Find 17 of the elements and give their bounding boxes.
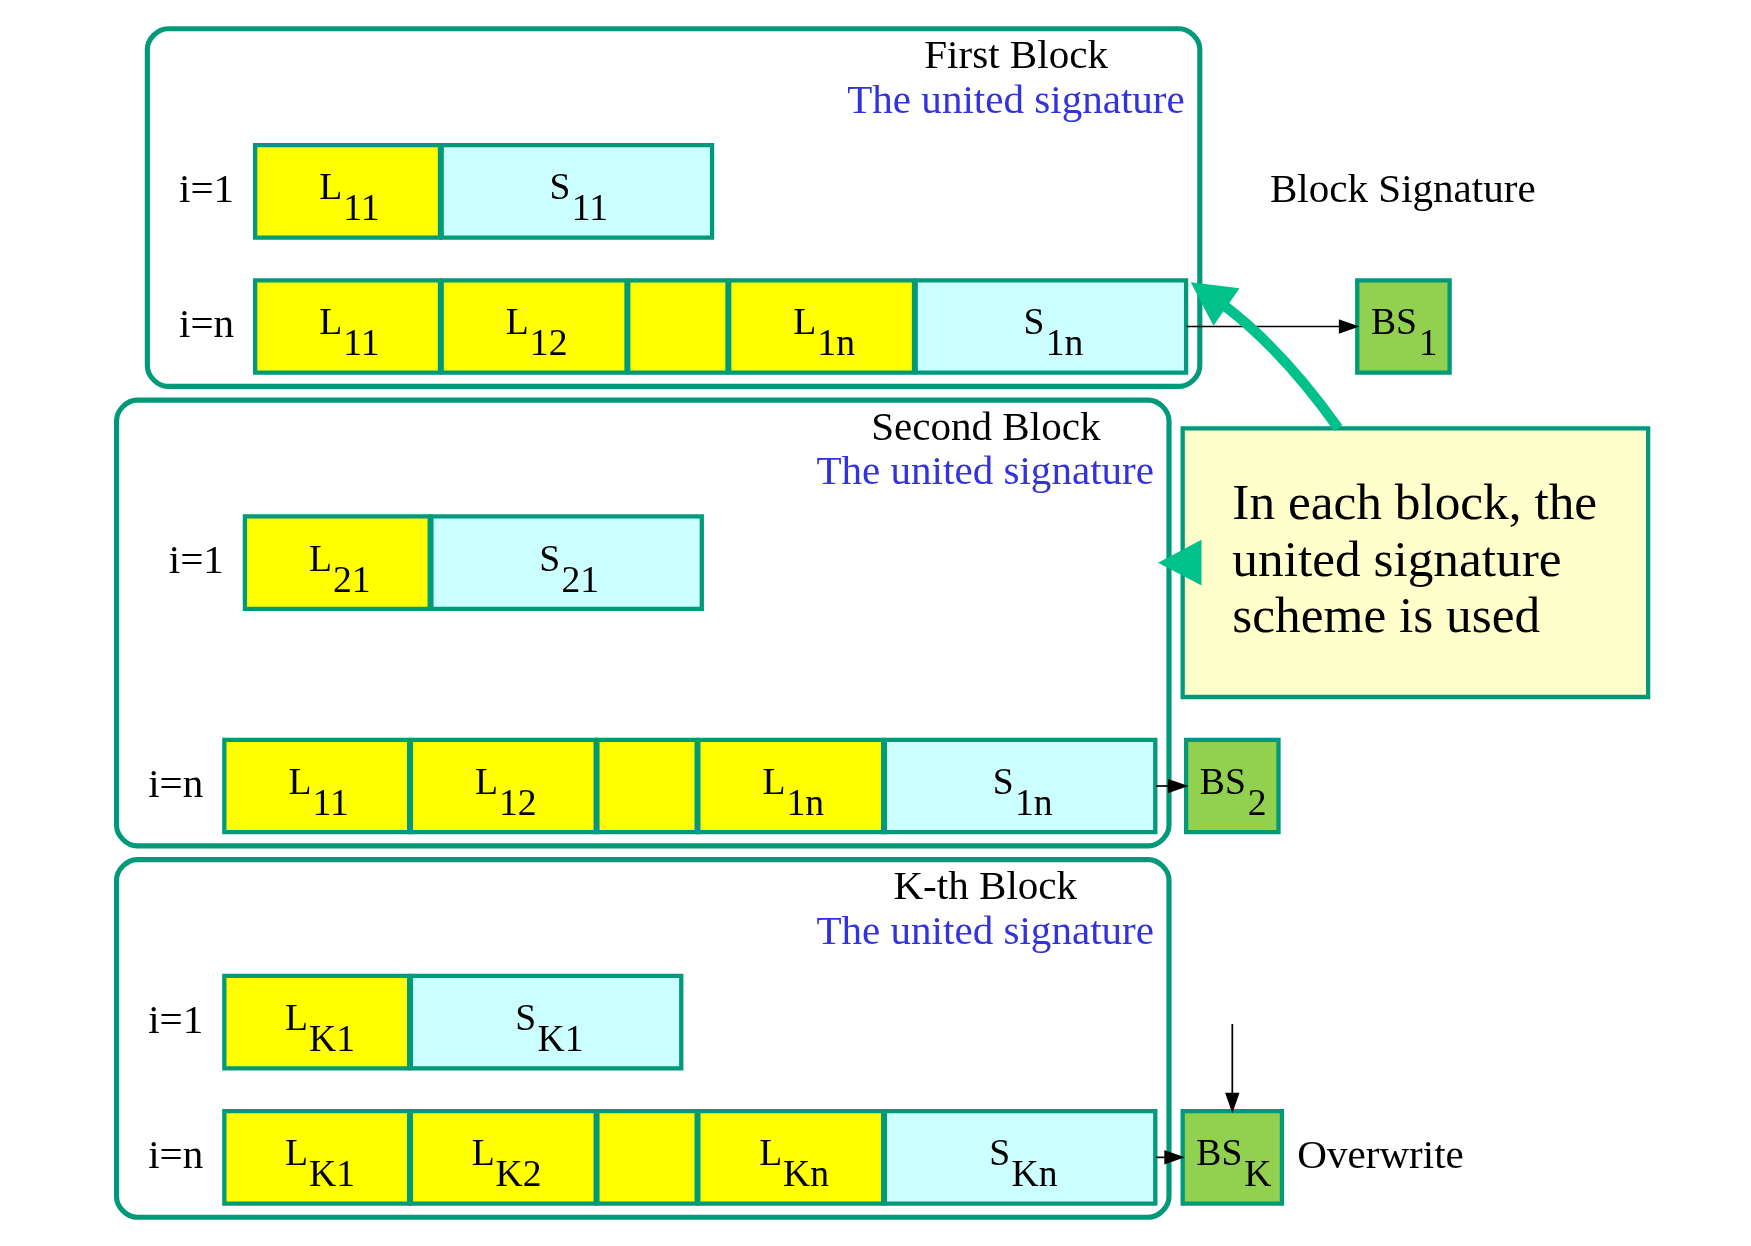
label: i=n	[148, 1130, 204, 1177]
arrow	[1155, 778, 1189, 794]
label: i=1	[148, 995, 204, 1042]
label: Block Signature	[1269, 164, 1536, 211]
node-box	[626, 278, 730, 375]
node-box	[595, 1109, 699, 1206]
arrow	[1157, 539, 1202, 586]
label: Overwrite	[1297, 1130, 1464, 1177]
node-box	[595, 737, 699, 835]
label: i=1	[179, 164, 235, 211]
arrow	[1185, 319, 1360, 334]
arrow	[1155, 1150, 1185, 1165]
label: i=n	[179, 300, 235, 347]
label: i=n	[148, 759, 204, 806]
arrow	[1225, 1023, 1240, 1114]
label: i=1	[168, 536, 224, 583]
arrow	[1190, 282, 1343, 432]
